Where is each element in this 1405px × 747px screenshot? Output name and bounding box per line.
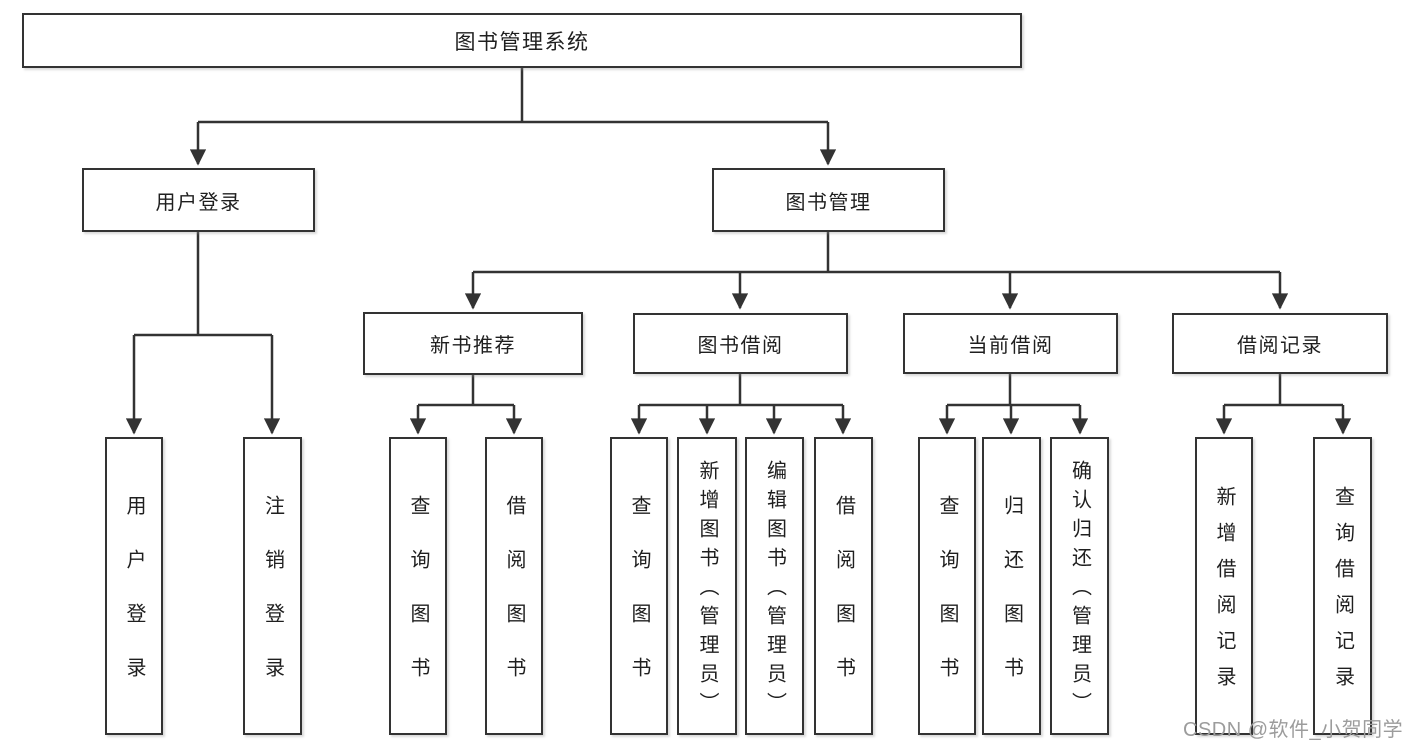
- node-label: 借阅记录: [1237, 335, 1323, 357]
- node-label: 编辑图书（管理员）: [763, 460, 786, 721]
- node-book-management: 图书管理: [712, 168, 945, 232]
- node-leaf-current-query-books: 查询图书: [918, 437, 976, 735]
- connector-root-to-level2: [189, 68, 837, 166]
- csdn-watermark: CSDN @软件_小贺同学: [1183, 719, 1404, 741]
- node-label: 新书推荐: [430, 335, 516, 357]
- node-leaf-query-borrow-record: 查询借阅记录: [1313, 437, 1372, 735]
- node-leaf-recommend-borrow-books: 借阅图书: [485, 437, 543, 735]
- node-leaf-user-login: 用户登录: [105, 437, 163, 735]
- node-label: 借阅图书: [503, 495, 525, 711]
- node-current-borrow: 当前借阅: [903, 313, 1118, 374]
- node-label: 图书借阅: [697, 335, 784, 357]
- node-library-management-system: 图书管理系统: [22, 13, 1022, 68]
- node-borrow-records: 借阅记录: [1172, 313, 1388, 374]
- node-leaf-confirm-return-admin: 确认归还（管理员）: [1050, 437, 1109, 735]
- node-leaf-borrow-books: 借阅图书: [814, 437, 873, 735]
- node-label: 当前借阅: [967, 335, 1054, 357]
- node-book-borrow: 图书借阅: [633, 313, 848, 374]
- connector-borrow-records-children: [1215, 374, 1352, 435]
- node-label: 确认归还（管理员）: [1068, 460, 1091, 721]
- node-label: 借阅图书: [832, 495, 855, 711]
- node-label: 新增图书（管理员）: [696, 460, 718, 721]
- node-leaf-edit-books-admin: 编辑图书（管理员）: [745, 437, 804, 735]
- node-label: 查询图书: [936, 495, 958, 711]
- connector-new-book-children: [409, 375, 523, 435]
- node-label: 图书管理系统: [454, 30, 590, 54]
- node-label: 归还图书: [1000, 495, 1023, 711]
- node-leaf-add-books-admin: 新增图书（管理员）: [677, 437, 737, 735]
- node-leaf-borrow-query-books: 查询图书: [610, 437, 668, 735]
- connector-user-login-children: [125, 232, 281, 435]
- node-label: 图书管理: [785, 191, 872, 214]
- node-label: 查询借阅记录: [1331, 486, 1354, 702]
- connector-current-borrow-children: [938, 374, 1089, 435]
- connector-book-borrow-children: [630, 374, 852, 435]
- node-leaf-add-borrow-record: 新增借阅记录: [1195, 437, 1253, 735]
- node-label: 查询图书: [628, 495, 650, 711]
- node-leaf-logout: 注销登录: [243, 437, 302, 735]
- node-label: 查询图书: [407, 495, 429, 711]
- connector-book-mgmt-children: [464, 232, 1289, 310]
- node-label: 用户登录: [123, 495, 145, 711]
- node-label: 新增借阅记录: [1213, 486, 1235, 702]
- node-new-book-recommend: 新书推荐: [363, 312, 583, 375]
- node-label: 用户登录: [155, 191, 242, 214]
- node-leaf-return-books: 归还图书: [982, 437, 1041, 735]
- node-user-login: 用户登录: [82, 168, 315, 232]
- node-leaf-recommend-query-books: 查询图书: [389, 437, 447, 735]
- node-label: 注销登录: [261, 495, 284, 711]
